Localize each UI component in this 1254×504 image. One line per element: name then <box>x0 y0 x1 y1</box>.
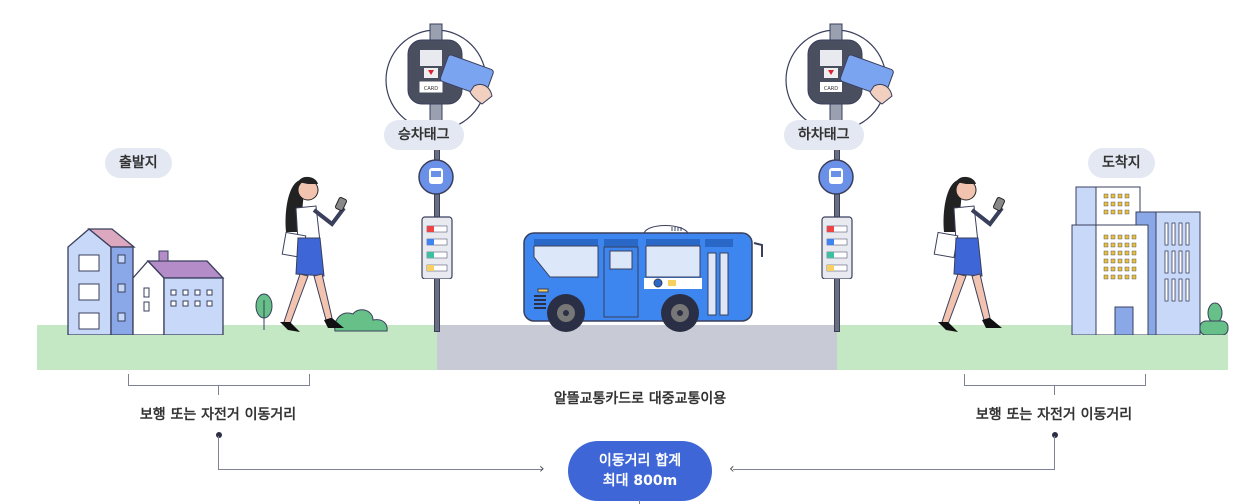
left-bracket-stem <box>218 385 219 395</box>
card-text: CARD <box>424 86 438 92</box>
bus-stop-sign-icon <box>818 159 854 279</box>
bush-icon <box>334 309 388 332</box>
right-bracket-bottom <box>964 385 1146 386</box>
total-distance-value: 최대 800m <box>602 473 678 489</box>
road <box>437 325 837 370</box>
right-connector-v <box>1054 436 1055 470</box>
origin-label: 출발지 <box>105 148 172 178</box>
total-distance-title: 이동거리 합계 <box>598 453 682 469</box>
left-connector-v <box>218 436 219 470</box>
walking-woman-icon <box>933 176 1006 332</box>
card-reader-icon: CARD <box>385 23 494 130</box>
right-arrow-icon: ‹ <box>729 461 735 477</box>
left-connector-h <box>218 469 543 470</box>
walk-distance-right: 보행 또는 자전거 이동거리 <box>975 407 1133 423</box>
bus-stop-sign-icon <box>418 159 454 279</box>
total-stem <box>639 500 640 504</box>
card-reader-icon: CARD <box>785 23 894 130</box>
office-building-icon <box>1071 186 1229 335</box>
right-bracket-r <box>1145 374 1146 386</box>
transit-label: 알뜰교통카드로 대중교통이용 <box>553 391 727 407</box>
right-bracket-l <box>964 374 965 386</box>
left-bracket-l <box>128 374 129 386</box>
walk-distance-left: 보행 또는 자전거 이동거리 <box>139 407 297 423</box>
card-text: CARD <box>824 86 838 92</box>
total-distance-badge: 이동거리 합계 최대 800m <box>568 441 712 501</box>
destination-label: 도착지 <box>1088 148 1155 178</box>
left-bracket-bottom <box>128 385 310 386</box>
right-connector-h <box>733 469 1055 470</box>
alight-tag-label: 하차태그 <box>784 120 864 150</box>
left-bracket-r <box>309 374 310 386</box>
walking-woman-icon <box>280 176 348 332</box>
tree-icon <box>255 293 273 330</box>
right-bracket-stem <box>1054 385 1055 395</box>
right-connector-dot <box>1052 432 1058 438</box>
board-tag-label: 승차태그 <box>384 120 464 150</box>
left-arrow-icon: › <box>539 461 545 477</box>
house-icon <box>67 228 225 335</box>
bus-icon <box>523 225 763 332</box>
left-connector-dot <box>216 432 222 438</box>
